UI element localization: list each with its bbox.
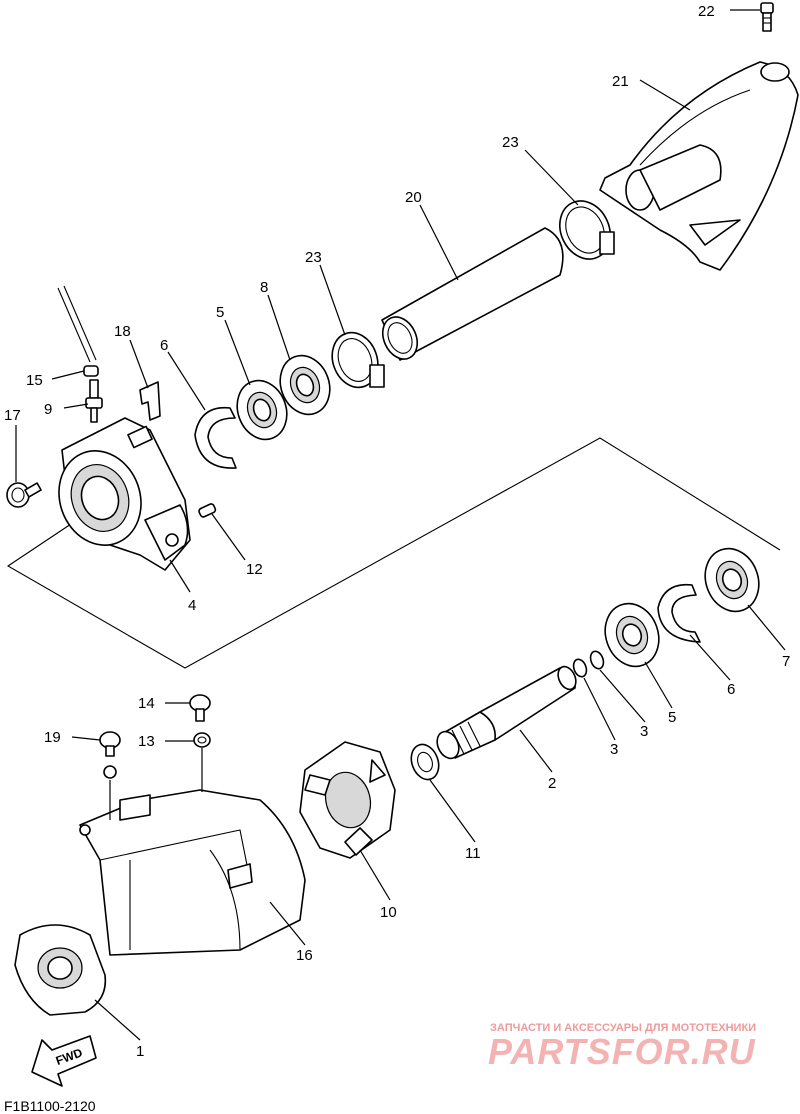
- callout-18: 18: [114, 323, 131, 340]
- callout-12: 12: [246, 561, 263, 578]
- part-1-damper[interactable]: [14, 924, 107, 1016]
- callout-13: 13: [138, 733, 155, 750]
- callout-9: 9: [44, 401, 52, 418]
- callout-3-a: 3: [640, 723, 648, 740]
- part-22-bolt[interactable]: [760, 2, 774, 32]
- callout-23-middle: 23: [305, 249, 322, 266]
- part-7-bearing[interactable]: [697, 541, 768, 619]
- callout-14: 14: [138, 695, 155, 712]
- part-23-clamp-middle[interactable]: [325, 326, 385, 394]
- callout-5-upper: 5: [216, 304, 224, 321]
- part-9-fitting[interactable]: [85, 379, 103, 423]
- part-6-circlip-lower[interactable]: [657, 583, 701, 643]
- part-5-bearing-upper[interactable]: [229, 374, 295, 447]
- callout-19: 19: [44, 729, 61, 746]
- callout-8: 8: [260, 279, 268, 296]
- leader-lines: [15, 9, 786, 1041]
- hose-line: [57, 287, 91, 363]
- assembly-guide-lines: [6, 437, 781, 669]
- part-19-bolt[interactable]: [99, 731, 121, 757]
- part-3-o-ring-a[interactable]: [588, 649, 605, 670]
- callout-17: 17: [4, 407, 21, 424]
- part-2-drive-shaft[interactable]: [433, 664, 579, 762]
- part-8-bearing[interactable]: [272, 349, 338, 422]
- part-14-bolt[interactable]: [189, 694, 211, 722]
- diagram-code: F1B1100-2120: [4, 1098, 96, 1114]
- part-12-pin[interactable]: [198, 503, 217, 518]
- hose-line: [63, 285, 97, 361]
- callout-10: 10: [380, 904, 397, 921]
- part-11-washer[interactable]: [407, 741, 444, 784]
- callout-20: 20: [405, 189, 422, 206]
- callout-4: 4: [188, 597, 196, 614]
- collar-under-bolt-19[interactable]: [103, 765, 117, 779]
- part-10-coupling[interactable]: [299, 741, 396, 859]
- part-18-clip[interactable]: [139, 381, 161, 421]
- watermark-brand: PARTSFOR.RU: [488, 1031, 756, 1072]
- watermark-tagline: ЗАПЧАСТИ И АКСЕССУАРЫ ДЛЯ МОТОТЕХНИКИ: [490, 1022, 756, 1034]
- fwd-arrow: FWD: [31, 1035, 97, 1087]
- part-3-o-ring-b[interactable]: [571, 657, 588, 678]
- callout-numbers: 22 21 23 20 23 8 5 6 18 15 9 17 12 4 7 6…: [4, 3, 790, 1060]
- part-5-bearing-lower[interactable]: [597, 596, 668, 674]
- callout-22: 22: [698, 3, 715, 20]
- part-17-bolt[interactable]: [6, 482, 42, 508]
- callout-1: 1: [136, 1043, 144, 1060]
- callout-5-lower: 5: [668, 709, 676, 726]
- callout-2: 2: [548, 775, 556, 792]
- callout-11: 11: [465, 845, 481, 862]
- callout-6-lower: 6: [727, 681, 735, 698]
- part-4-bearing-housing[interactable]: [46, 417, 191, 571]
- part-23-clamp-upper[interactable]: [551, 193, 620, 268]
- part-20-tube[interactable]: [376, 227, 564, 365]
- part-21-nozzle-cover[interactable]: [599, 61, 799, 271]
- callout-15: 15: [26, 372, 43, 389]
- part-16-coupling-cover[interactable]: [79, 789, 306, 956]
- part-13-collar[interactable]: [193, 732, 211, 748]
- callout-23-upper: 23: [502, 134, 519, 151]
- watermark: ЗАПЧАСТИ И АКСЕССУАРЫ ДЛЯ МОТОТЕХНИКИ PA…: [488, 1022, 756, 1072]
- callout-3-b: 3: [610, 741, 618, 758]
- part-15-hose-clip[interactable]: [83, 365, 99, 377]
- callout-6-upper: 6: [160, 337, 168, 354]
- callout-7: 7: [782, 653, 790, 670]
- callout-16: 16: [296, 947, 313, 964]
- part-6-circlip-upper[interactable]: [194, 406, 237, 469]
- callout-21: 21: [612, 73, 629, 90]
